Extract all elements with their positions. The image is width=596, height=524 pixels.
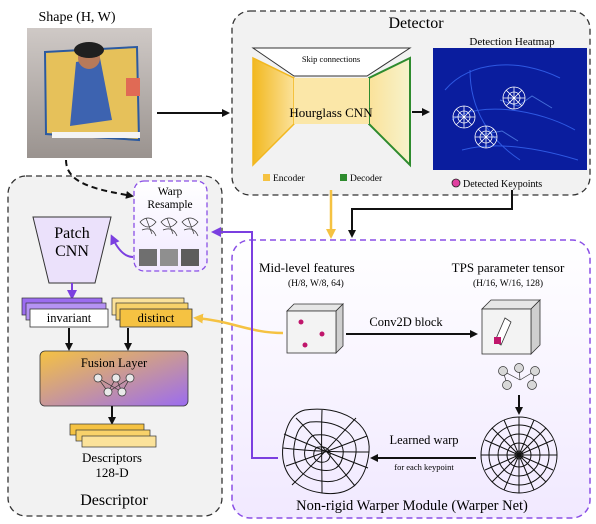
input-shape-label: Shape (H, W) (38, 10, 115, 25)
input-image-group: Shape (H, W) (27, 10, 152, 158)
warp-label: Warp (158, 186, 183, 198)
tps-parameter-cube (481, 299, 541, 355)
warp-grid-samples (139, 217, 199, 237)
keypoints-to-warper-arrow (348, 190, 513, 238)
patch-sample-2 (160, 249, 178, 266)
mid-level-to-distinct-arrow (193, 313, 284, 335)
descriptor-bar-3 (81, 435, 157, 448)
learned-warp-label: Learned warp (389, 433, 458, 447)
fusion-layer-label: Fusion Layer (81, 356, 148, 370)
distinct-label: distinct (138, 311, 175, 325)
decoder-legend-label: Decoder (350, 174, 383, 184)
warper-to-resample-arrow (211, 227, 278, 459)
bottleneck-shape (294, 78, 369, 124)
warped-polar-grid (282, 408, 370, 495)
conv2d-label: Conv2D block (369, 315, 443, 329)
regular-polar-grid (480, 416, 558, 494)
heatmap-title: Detection Heatmap (469, 36, 555, 48)
distinct-feature-box (119, 308, 193, 328)
heatmap-keypoint-webs (452, 86, 526, 149)
fusion-network-icon (93, 373, 135, 397)
detector-panel: Detector Skip connections Hourglass CNN … (231, 10, 591, 196)
warper-panel: Non-rigid Warper Module (Warper Net) Mid… (193, 239, 591, 519)
cnn-label: CNN (55, 243, 89, 260)
patch-sample-3 (181, 249, 199, 266)
hourglass-cnn-label: Hourglass CNN (289, 105, 373, 120)
input-to-warp-arrow (65, 159, 134, 199)
mid-level-feature-cube (286, 303, 344, 354)
descriptors-label: Descriptors (82, 450, 142, 465)
keypoint-legend-dot (451, 178, 461, 188)
per-keypoint-label: for each keypoint (394, 462, 454, 472)
warp-to-cnn-arrow (110, 234, 134, 258)
encoder-legend-label: Encoder (273, 174, 305, 184)
detection-heatmap (433, 48, 587, 170)
patch-sample-1 (139, 249, 157, 266)
mid-level-shape: (H/8, W/8, 64) (288, 278, 344, 289)
encoder-legend-swatch (263, 174, 270, 181)
patch-cnn-shape (32, 216, 112, 284)
detector-title: Detector (388, 15, 444, 32)
invariant-label: invariant (47, 311, 92, 325)
tps-label: TPS parameter tensor (452, 260, 565, 275)
resample-label: Resample (147, 199, 192, 211)
warper-title: Non-rigid Warper Module (Warper Net) (296, 498, 528, 514)
patch-label: Patch (54, 225, 90, 242)
descriptor-title: Descriptor (80, 492, 148, 509)
tps-shape: (H/16, W/16, 128) (473, 278, 543, 289)
input-photo (27, 28, 152, 158)
mid-level-label: Mid-level features (259, 260, 355, 275)
decoder-legend-swatch (340, 174, 347, 181)
detected-keypoints-label: Detected Keypoints (463, 179, 542, 190)
invariant-feature-box (29, 308, 109, 328)
descriptors-dim-label: 128-D (95, 465, 128, 480)
skip-connections-label: Skip connections (302, 54, 360, 64)
warp-resample-box (133, 180, 208, 272)
tps-network-icon (498, 363, 540, 390)
descriptor-panel: Descriptor Warp Resample Patch CNN invar… (7, 175, 223, 517)
